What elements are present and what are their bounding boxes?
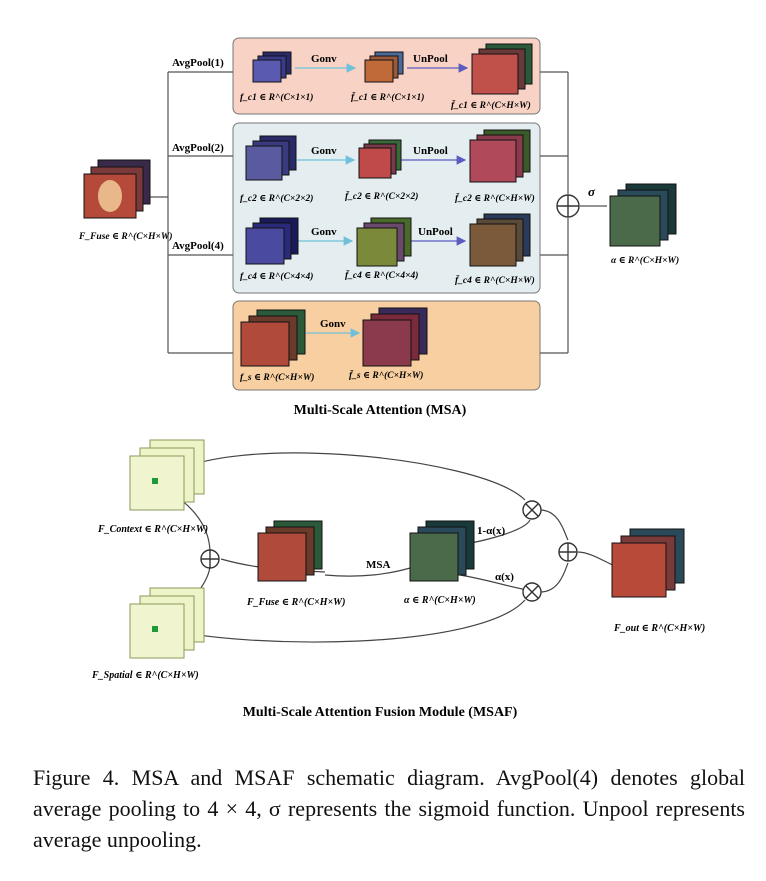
fuse-input-stack-icon: [83, 159, 151, 219]
f-c2-unpool-stack-icon: [469, 129, 531, 183]
f-c1-unpool-stack-icon: [471, 43, 533, 95]
b4-f-label: f_c4 ∈ R^(C×4×4): [240, 271, 313, 282]
msa-sum-symbol: [556, 194, 580, 218]
msaf-add-symbol-1: [200, 549, 220, 569]
msa-title: Multi-Scale Attention (MSA): [294, 403, 467, 418]
context-grid-stack-icon: [129, 439, 205, 511]
f-c2-conv-stack-icon: [358, 139, 402, 179]
f-c1-conv-stack-icon: [364, 51, 404, 83]
msaf-out-stack-icon: [611, 528, 685, 598]
figure-caption: Figure 4. MSA and MSAF schematic diagram…: [33, 765, 745, 852]
context-label: F_Context ∈ R^(C×H×W): [97, 524, 208, 535]
f-s-stack-icon: [240, 309, 306, 367]
b2-f-label: f_c2 ∈ R^(C×2×2): [240, 193, 313, 204]
avgpool1-label: AvgPool(1): [172, 57, 224, 69]
f-c4-unpool-stack-icon: [469, 213, 531, 267]
msa-block-label: MSA: [366, 559, 391, 571]
f-c1-stack-icon: [252, 51, 292, 83]
b4-fconv-label: f̄_c4 ∈ R^(C×4×4): [345, 269, 418, 281]
f-c4-conv-stack-icon: [356, 217, 412, 267]
b1-conv-label: Gonv: [311, 53, 337, 65]
alpha-x-label: α(x): [495, 571, 514, 583]
b2-fconv-label: f̄_c2 ∈ R^(C×2×2): [345, 190, 418, 202]
avgpool4-label: AvgPool(4): [172, 240, 224, 252]
msa-arrows: [295, 63, 469, 338]
msaf-out-label: F_out ∈ R^(C×H×W): [613, 623, 705, 634]
msaf-connectors: [152, 452, 616, 643]
b1-f-label: f_c1 ∈ R^(C×1×1): [240, 92, 313, 103]
bs-conv-label: Gonv: [320, 318, 346, 330]
f-c4-stack-icon: [245, 217, 299, 265]
b4-funpool-label: f̄_c4 ∈ R^(C×H×W): [455, 274, 535, 286]
msaf-multiply-symbol-2: [522, 582, 542, 602]
msaf-multiply-symbol-1: [522, 500, 542, 520]
msaf-alpha-stack-icon: [409, 520, 475, 582]
b2-unpool-label: UnPool: [413, 145, 448, 157]
b1-fconv-label: f̄_c1 ∈ R^(C×1×1): [351, 91, 424, 103]
sigma-label: σ: [588, 184, 596, 199]
b2-conv-label: Gonv: [311, 145, 337, 157]
b2-funpool-label: f̄_c2 ∈ R^(C×H×W): [455, 192, 535, 204]
b1-funpool-label: f̄_c1 ∈ R^(C×H×W): [451, 99, 531, 111]
msaf-add-symbol-2: [558, 542, 578, 562]
msa-connectors: [150, 71, 607, 354]
msaf-fuse-label: F_Fuse ∈ R^(C×H×W): [246, 597, 345, 608]
bs-fconv-label: f̄_s ∈ R^(C×H×W): [349, 369, 423, 381]
b4-unpool-label: UnPool: [418, 226, 453, 238]
msaf-title: Multi-Scale Attention Fusion Module (MSA…: [243, 705, 518, 720]
f-c2-stack-icon: [245, 135, 297, 181]
b1-unpool-label: UnPool: [413, 53, 448, 65]
b4-conv-label: Gonv: [311, 226, 337, 238]
fuse-input-label: F_Fuse ∈ R^(C×H×W): [78, 231, 172, 242]
spatial-grid-stack-icon: [129, 587, 205, 659]
msaf-alpha-label: α ∈ R^(C×H×W): [404, 595, 476, 606]
f-s-conv-stack-icon: [362, 307, 428, 367]
spatial-label: F_Spatial ∈ R^(C×H×W): [91, 670, 199, 681]
alpha-output-stack-icon: [609, 183, 677, 247]
bs-f-label: f_s ∈ R^(C×H×W): [240, 372, 314, 383]
alpha-output-label: α ∈ R^(C×H×W): [611, 255, 679, 266]
msa-msaf-diagram: AvgPool(1) AvgPool(2) AvgPool(4) Gonv Un…: [78, 37, 705, 720]
msa-branch24-box: [232, 122, 541, 294]
one-minus-alpha-label: 1-α(x): [477, 525, 505, 537]
msaf-fuse-stack-icon: [257, 520, 323, 582]
avgpool2-label: AvgPool(2): [172, 142, 224, 154]
